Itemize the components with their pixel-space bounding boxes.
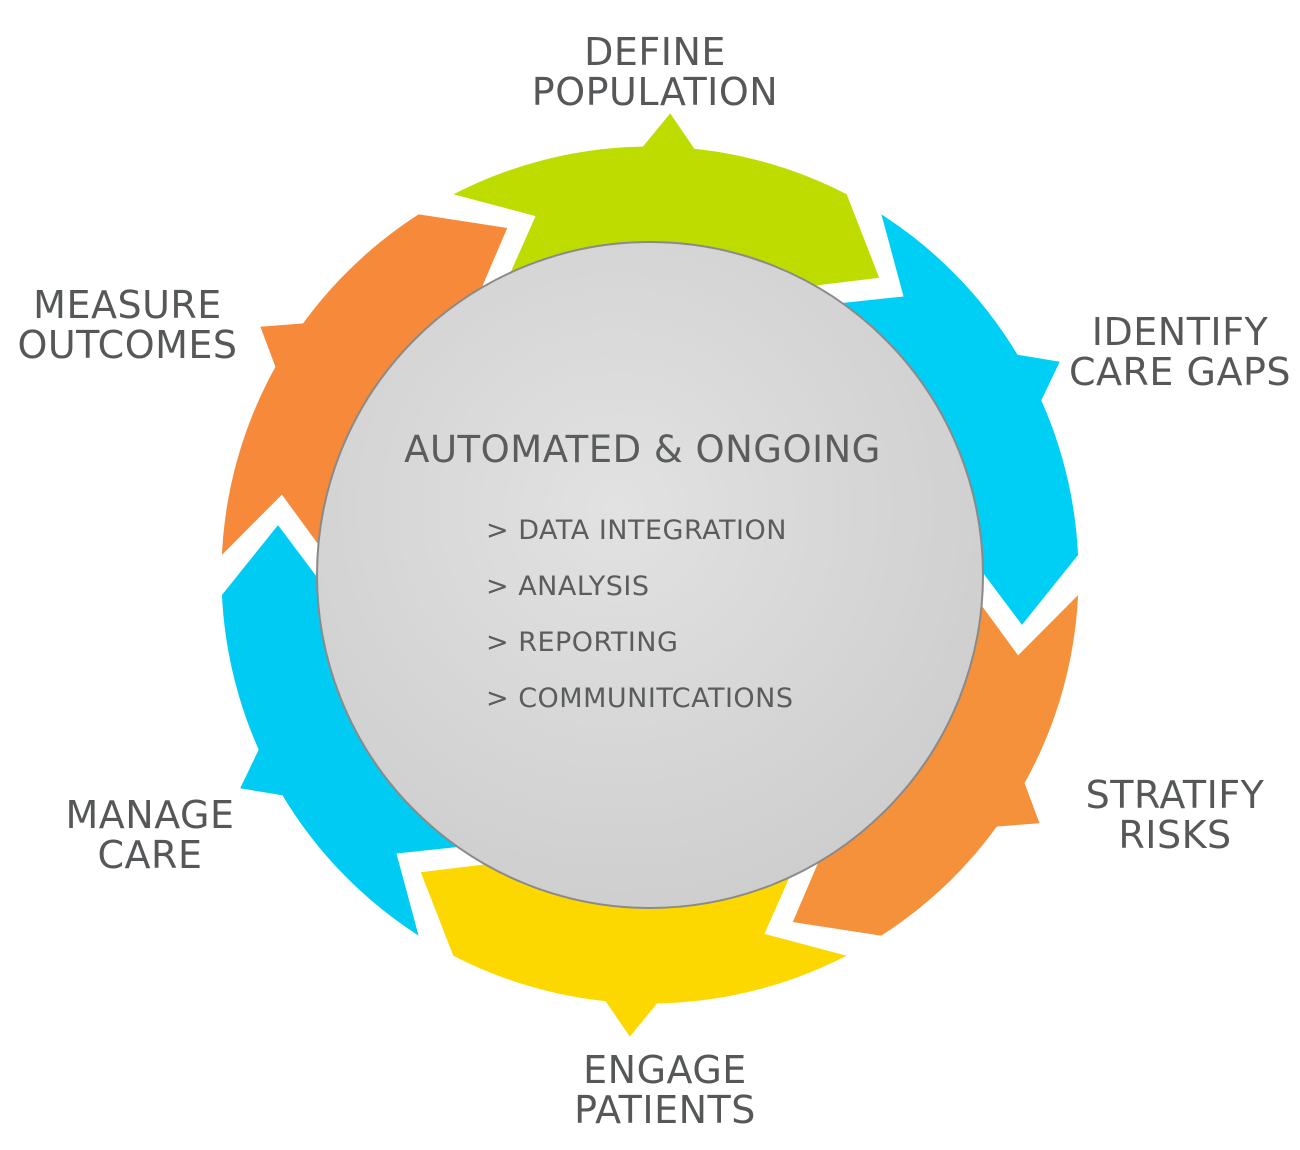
stage-label-stratify: STRATIFY RISKS [1060, 775, 1290, 855]
stage-label-engage: ENGAGE PATIENTS [520, 1050, 810, 1130]
stage-pointer-identify [1016, 354, 1060, 401]
stage-label-identify: IDENTIFY CARE GAPS [1060, 312, 1300, 392]
center-title: AUTOMATED & ONGOING [404, 428, 881, 471]
center-list-item: > REPORTING [486, 627, 679, 658]
stage-label-line: OUTCOMES [17, 323, 238, 367]
stage-label-line: MEASURE [33, 283, 222, 327]
stage-label-line: PATIENTS [574, 1088, 756, 1132]
stage-pointer-engage [605, 1000, 658, 1037]
stage-label-line: MANAGE [65, 793, 235, 837]
stage-label-measure: MEASURE OUTCOMES [5, 285, 250, 365]
center-list-item: > COMMUNITCATIONS [486, 683, 794, 714]
stage-label-line: ENGAGE [583, 1048, 747, 1092]
stage-label-line: STRATIFY [1085, 773, 1265, 817]
stage-pointer-define [642, 113, 695, 150]
stage-label-line: IDENTIFY [1091, 310, 1269, 354]
stage-pointer-stratify [996, 782, 1040, 827]
stage-label-line: CARE [97, 833, 203, 877]
stage-label-line: RISKS [1118, 813, 1232, 857]
stage-label-line: DEFINE [584, 30, 726, 74]
center-list-item: > DATA INTEGRATION [486, 515, 787, 546]
stage-pointer-measure [260, 323, 304, 368]
center-circle [316, 241, 984, 909]
center-list: > DATA INTEGRATION > ANALYSIS > REPORTIN… [486, 512, 906, 736]
cycle-ring [214, 113, 1086, 1037]
center-list-item: > ANALYSIS [486, 571, 650, 602]
stage-label-line: CARE GAPS [1069, 350, 1291, 394]
stage-pointer-manage [240, 749, 284, 796]
stage-label-manage: MANAGE CARE [35, 795, 265, 875]
stage-label-define: DEFINE POPULATION [510, 32, 800, 112]
stage-label-line: POPULATION [531, 70, 779, 114]
